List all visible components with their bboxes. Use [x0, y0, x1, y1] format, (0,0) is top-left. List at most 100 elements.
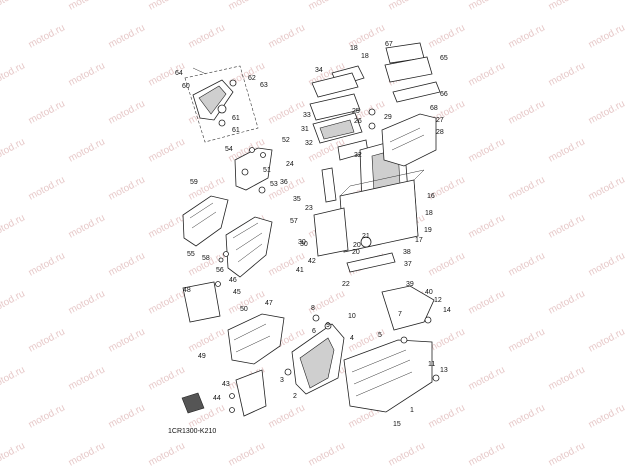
part-label-48: 48 [183, 287, 191, 294]
watermark-text: motod.ru [507, 98, 547, 126]
watermark-text: motod.ru [147, 440, 187, 468]
part-label-32: 32 [305, 140, 313, 147]
part-label-37: 37 [404, 261, 412, 268]
watermark-text: motod.ru [67, 136, 107, 164]
watermark-text: motod.ru [67, 440, 107, 468]
watermark-text: motod.ru [587, 22, 625, 50]
part-label-22: 22 [342, 281, 350, 288]
part-label-36: 36 [280, 179, 288, 186]
part-label-46: 46 [229, 277, 237, 284]
watermark-text: motod.ru [547, 440, 587, 468]
watermark-text: motod.ru [587, 98, 625, 126]
part-label-59: 59 [190, 179, 198, 186]
part-label-64: 64 [175, 70, 183, 77]
watermark-text: motod.ru [0, 60, 27, 88]
part-label-42: 42 [308, 258, 316, 265]
side-cover-lower-left [182, 281, 285, 365]
watermark-text: motod.ru [547, 212, 587, 240]
part-label-30: 30 [300, 241, 308, 248]
watermark-text: motod.ru [587, 326, 625, 354]
part-label-54: 54 [225, 146, 233, 153]
watermark-text: motod.ru [427, 250, 467, 278]
part-label-68: 68 [430, 105, 438, 112]
watermark-text: motod.ru [67, 60, 107, 88]
watermark-text: motod.ru [387, 0, 427, 13]
part-label-4: 4 [350, 335, 354, 342]
part-label-61: 61 [232, 115, 240, 122]
part-label-51: 51 [263, 167, 271, 174]
part-label-67: 67 [385, 41, 393, 48]
watermark-text: motod.ru [27, 250, 67, 278]
watermark-text: motod.ru [67, 288, 107, 316]
watermark-text: motod.ru [587, 402, 625, 430]
part-label-49: 49 [198, 353, 206, 360]
diagram-code: 1CR1300-K210 [168, 428, 216, 435]
watermark-text: motod.ru [467, 212, 507, 240]
watermark-text: motod.ru [467, 0, 507, 13]
part-label-15: 15 [393, 421, 401, 428]
watermark-text: motod.ru [27, 326, 67, 354]
part-label-21: 21 [362, 233, 370, 240]
part-label-66: 66 [440, 91, 448, 98]
part-label-3: 3 [280, 377, 284, 384]
part-label-1: 1 [410, 407, 414, 414]
part-label-10: 10 [348, 313, 356, 320]
part-label-35: 35 [293, 196, 301, 203]
watermark-text: motod.ru [147, 364, 187, 392]
part-label-5: 5 [378, 332, 382, 339]
rear-cover-assembly [184, 65, 259, 143]
part-label-52: 52 [282, 137, 290, 144]
part-label-23: 23 [305, 205, 313, 212]
part-label-62: 62 [248, 75, 256, 82]
watermark-text: motod.ru [467, 440, 507, 468]
part-label-17: 17 [415, 237, 423, 244]
part-label-18: 18 [350, 45, 358, 52]
watermark-text: motod.ru [547, 288, 587, 316]
watermark-text: motod.ru [0, 288, 27, 316]
watermark-text: motod.ru [587, 250, 625, 278]
watermark-text: motod.ru [547, 136, 587, 164]
part-label-41: 41 [296, 267, 304, 274]
lower-center-panel [284, 314, 345, 395]
part-label-31: 31 [301, 126, 309, 133]
watermark-text: motod.ru [147, 0, 187, 13]
watermark-text: motod.ru [467, 60, 507, 88]
watermark-text: motod.ru [147, 136, 187, 164]
part-label-38: 38 [403, 249, 411, 256]
part-label-24: 24 [286, 161, 294, 168]
watermark-text: motod.ru [547, 60, 587, 88]
part-label-60: 60 [182, 83, 190, 90]
part-label-63: 63 [260, 82, 268, 89]
part-label-65: 65 [440, 55, 448, 62]
part-label-2: 2 [293, 393, 297, 400]
part-label-25: 25 [352, 108, 360, 115]
watermark-text: motod.ru [307, 288, 347, 316]
part-label-29: 29 [384, 114, 392, 121]
watermark-text: motod.ru [267, 402, 307, 430]
watermark-text: motod.ru [0, 0, 27, 13]
side-cover-left [182, 195, 273, 278]
part-label-47: 47 [265, 300, 273, 307]
watermark-text: motod.ru [547, 364, 587, 392]
watermark-text: motod.ru [307, 0, 347, 13]
part-label-45: 45 [233, 289, 241, 296]
watermark-text: motod.ru [0, 364, 27, 392]
watermark-text: motod.ru [27, 22, 67, 50]
watermark-text: motod.ru [27, 402, 67, 430]
part-label-40: 40 [425, 289, 433, 296]
watermark-text: motod.ru [67, 212, 107, 240]
part-label-18: 18 [361, 53, 369, 60]
battery-box-assembly [309, 65, 425, 273]
part-label-20: 20 [353, 242, 361, 249]
part-label-55: 55 [187, 251, 195, 258]
part-label-61: 61 [232, 127, 240, 134]
watermark-text: motod.ru [107, 174, 147, 202]
part-label-16: 16 [427, 193, 435, 200]
part-label-20: 20 [352, 249, 360, 256]
part-label-14: 14 [443, 307, 451, 314]
watermark-text: motod.ru [267, 98, 307, 126]
watermark-text: motod.ru [467, 288, 507, 316]
part-label-58: 58 [202, 255, 210, 262]
